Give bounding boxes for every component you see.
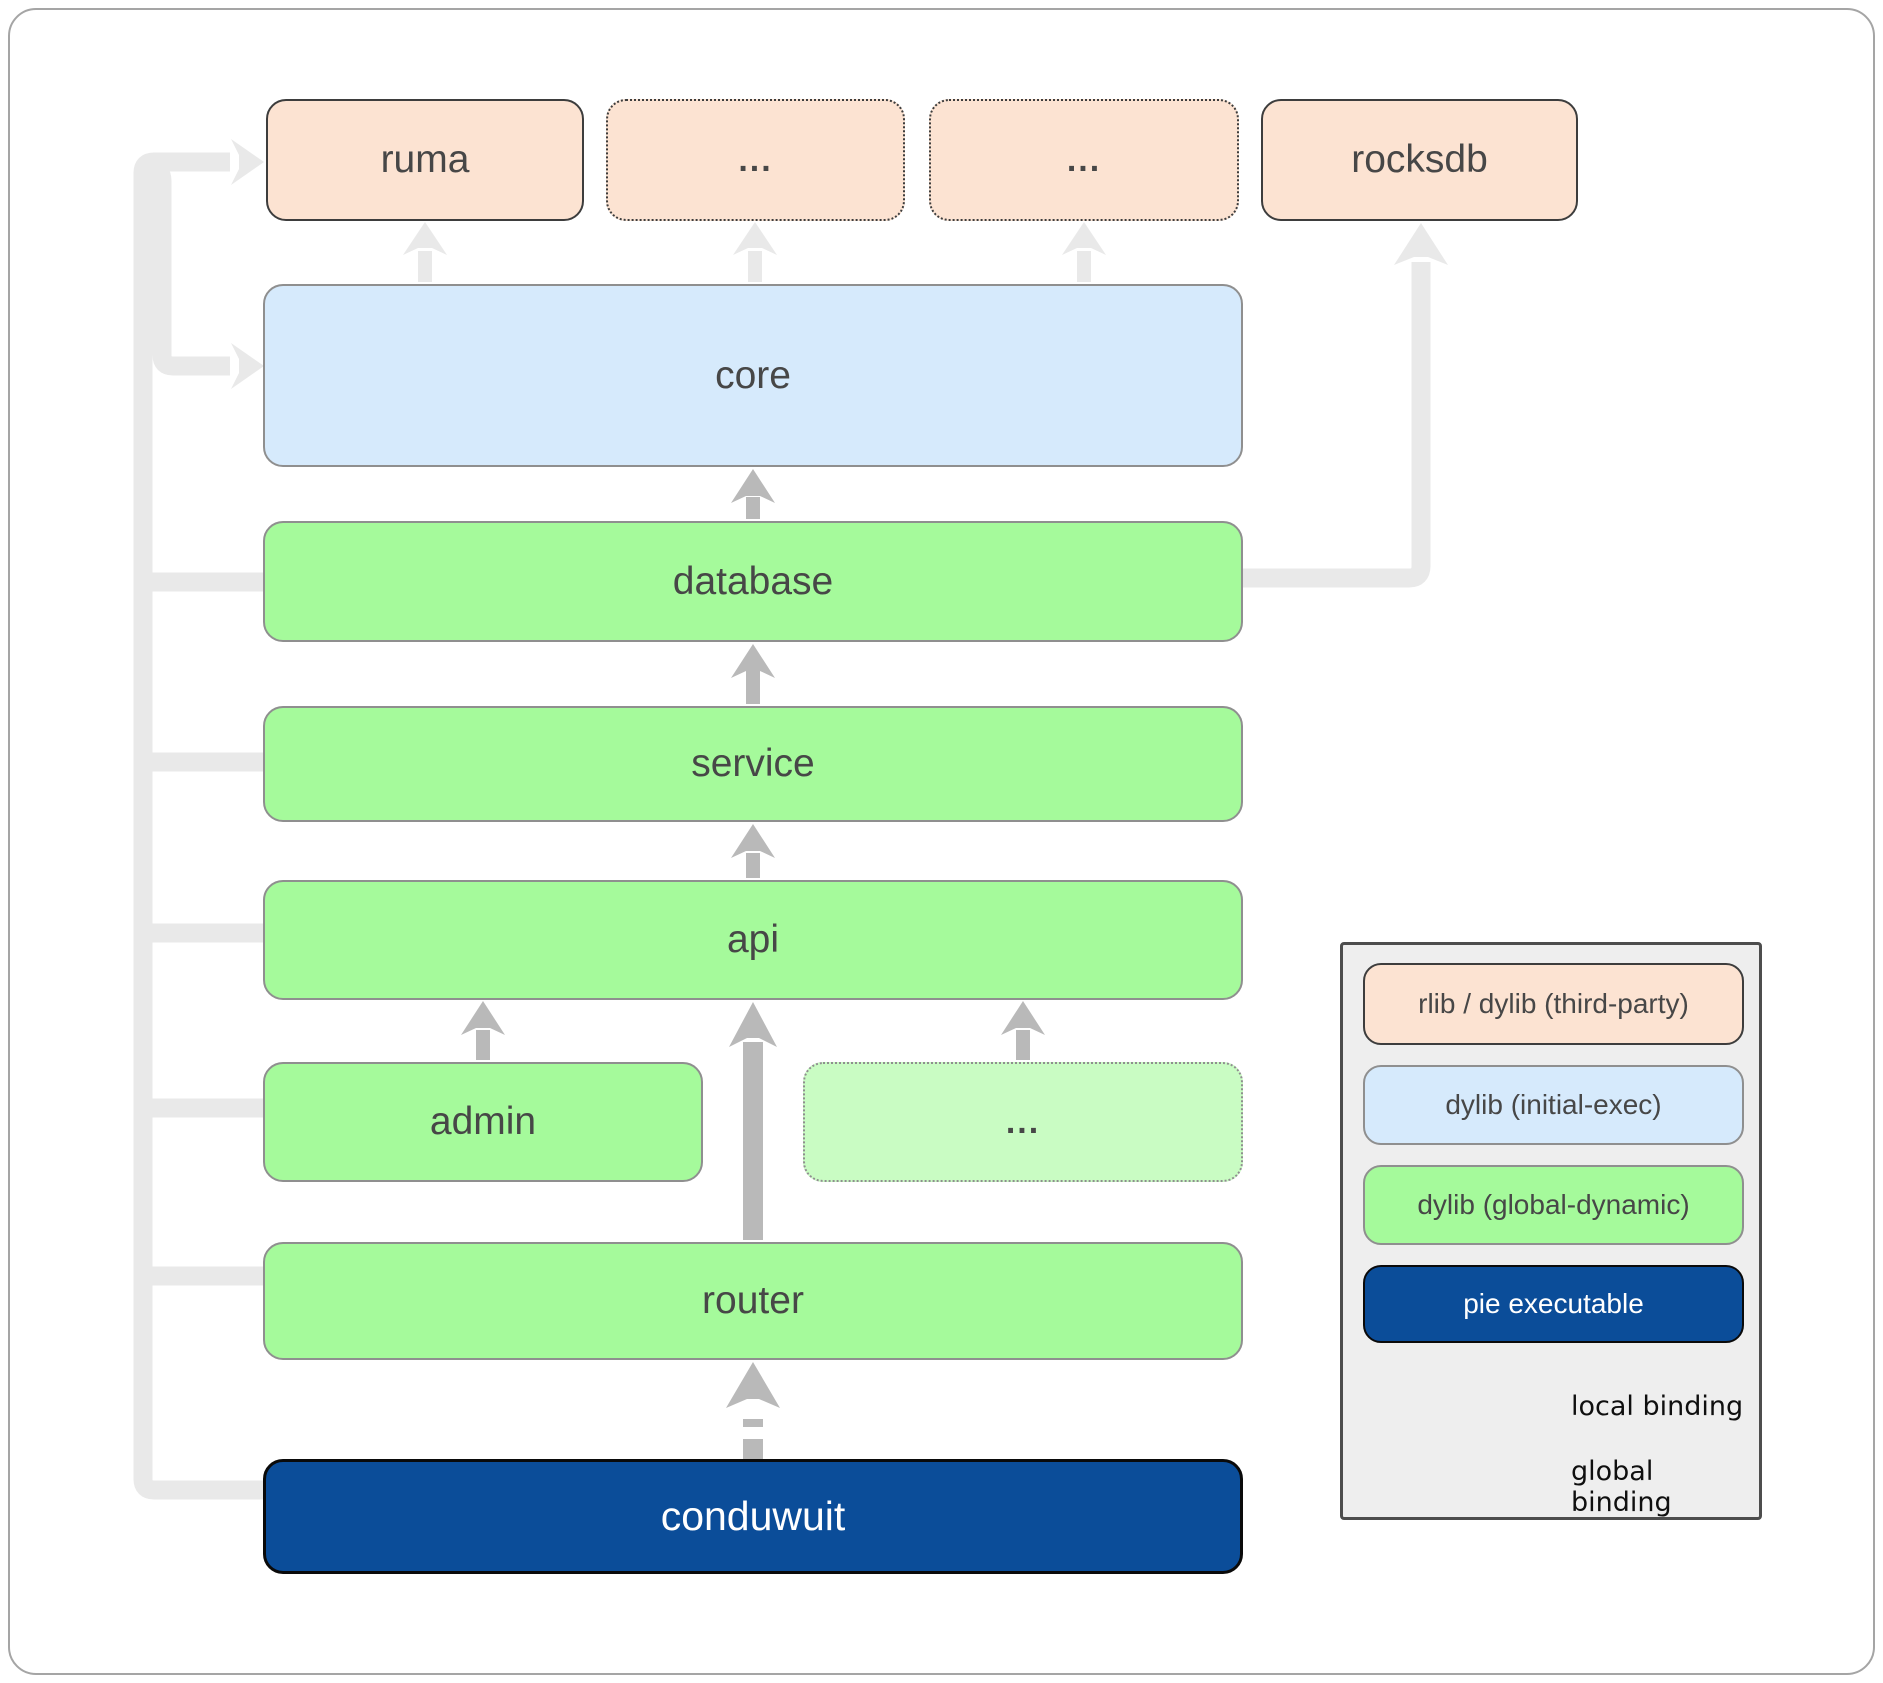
node-database: database	[263, 521, 1243, 642]
arrowhead-router-api	[729, 1002, 777, 1047]
arrowhead-admin-api	[461, 1001, 505, 1035]
legend-item-global-dynamic-label: dylib (global-dynamic)	[1417, 1189, 1690, 1220]
node-api: api	[263, 880, 1243, 1000]
legend-local-binding-label: local binding	[1571, 1391, 1744, 1422]
node-database-label: database	[672, 559, 834, 603]
legend: rlib / dylib (third-party) dylib (initia…	[1340, 942, 1762, 1520]
node-rocksdb-label: rocksdb	[1351, 138, 1488, 181]
arrowhead-to-rocksdb	[1394, 223, 1448, 265]
node-ruma: ruma	[266, 99, 584, 221]
node-api-label: api	[726, 918, 780, 961]
wire-branch-core	[147, 156, 230, 376]
node-core: core	[263, 284, 1243, 467]
outer-frame	[8, 8, 1875, 1675]
node-core-label: core	[715, 353, 791, 397]
node-rocksdb: rocksdb	[1261, 99, 1578, 221]
legend-item-pie-executable: pie executable	[1363, 1265, 1744, 1343]
arrowhead-to-core	[231, 343, 264, 389]
node-admin: admin	[263, 1062, 703, 1182]
node-admin-label: admin	[429, 1100, 537, 1143]
arrowhead-core-ruma	[403, 222, 447, 255]
node-conduwuit: conduwuit	[263, 1459, 1243, 1574]
node-third-party-1: ...	[606, 99, 905, 221]
legend-item-pie-executable-label: pie executable	[1463, 1288, 1644, 1319]
legend-item-global-dynamic: dylib (global-dynamic)	[1363, 1165, 1744, 1245]
legend-item-initial-exec-label: dylib (initial-exec)	[1445, 1089, 1662, 1120]
legend-item-third-party-label: rlib / dylib (third-party)	[1418, 988, 1689, 1019]
wire-conduwuit-trunk	[133, 152, 264, 1500]
legend-item-third-party: rlib / dylib (third-party)	[1363, 963, 1744, 1045]
arrowhead-service-database	[731, 644, 775, 678]
arrowhead-api-service	[731, 824, 775, 858]
node-conduwuit-label: conduwuit	[660, 1493, 846, 1539]
arrowhead-other-api	[1001, 1001, 1045, 1035]
node-other-modules: ...	[803, 1062, 1243, 1182]
arrowhead-conduwuit-router	[726, 1362, 780, 1408]
legend-global-binding-label: global binding	[1571, 1456, 1672, 1518]
arrowhead-to-ruma	[231, 139, 264, 185]
legend-item-initial-exec: dylib (initial-exec)	[1363, 1065, 1744, 1145]
node-service-label: service	[691, 742, 815, 785]
node-router-label: router	[702, 1279, 804, 1322]
node-third-party-2: ...	[929, 99, 1239, 221]
arrowhead-core-thirdparty1	[733, 222, 777, 255]
node-third-party-2-label: ...	[1066, 140, 1102, 179]
node-service: service	[263, 706, 1243, 822]
wire-database-rocksdb	[1243, 262, 1431, 588]
arrowhead-core-thirdparty2	[1062, 222, 1106, 255]
node-ruma-label: ruma	[380, 138, 470, 181]
node-third-party-1-label: ...	[738, 140, 773, 179]
node-other-modules-label: ...	[1005, 1102, 1041, 1141]
arrowhead-database-core	[731, 469, 775, 503]
node-router: router	[263, 1242, 1243, 1360]
